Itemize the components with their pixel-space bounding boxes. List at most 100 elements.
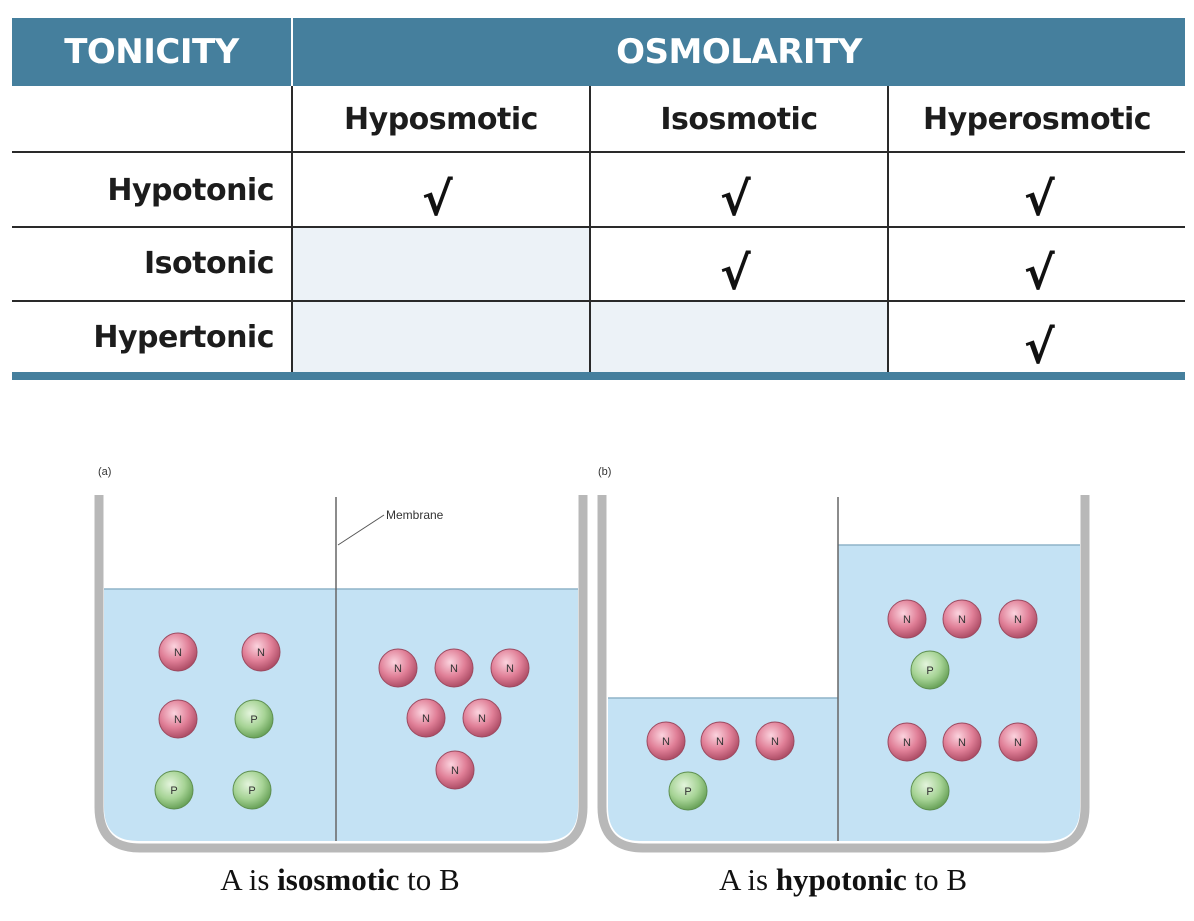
n-molecule: N <box>998 599 1038 639</box>
molecule-circle <box>646 721 686 761</box>
n-molecule: N <box>755 721 795 761</box>
caption-a: A is isosmotic to B <box>100 862 580 902</box>
molecule-circle <box>910 650 950 690</box>
caption-a-pre: A is <box>220 862 278 897</box>
check-mark-hypotonic-hyperosmotic: √ <box>1024 172 1055 226</box>
molecule-label: N <box>174 714 182 726</box>
grid-line <box>12 226 1185 228</box>
molecule-circle <box>887 599 927 639</box>
molecule-label: N <box>174 647 182 659</box>
molecule-label: N <box>958 614 966 626</box>
beaker-b-water-right <box>838 545 1080 841</box>
membrane-label: Membrane <box>386 508 444 522</box>
molecule-label: N <box>478 713 486 725</box>
molecule-circle <box>232 770 272 810</box>
n-molecule: N <box>490 648 530 688</box>
column-header-isosmotic: Isosmotic <box>660 101 818 137</box>
check-mark-isotonic-isosmotic: √ <box>720 246 751 300</box>
molecule-label: N <box>450 663 458 675</box>
molecule-label: P <box>248 785 255 797</box>
check-mark-hypotonic-isosmotic: √ <box>720 172 751 226</box>
n-molecule: N <box>241 632 281 672</box>
caption-a-bold: isosmotic <box>277 862 400 897</box>
header-tonicity: TONICITY <box>12 18 291 86</box>
molecule-label: N <box>662 736 670 748</box>
caption-b-post: to B <box>906 862 968 897</box>
panel-a-label: (a) <box>98 466 111 478</box>
osmosis-diagram: (a) Membrane N N N P P P N N N N N N (b) N N N P N N N P… <box>94 466 1090 853</box>
molecule-circle <box>241 632 281 672</box>
molecule-label: N <box>422 713 430 725</box>
molecule-circle <box>490 648 530 688</box>
molecule-label: N <box>958 737 966 749</box>
check-mark-hypertonic-hyperosmotic: √ <box>1024 320 1055 374</box>
row-header-isotonic: Isotonic <box>143 245 275 281</box>
empty-cell-hypertonic-hyposmotic <box>293 302 589 372</box>
n-molecule: N <box>462 698 502 738</box>
molecule-label: P <box>170 785 177 797</box>
molecule-circle <box>154 770 194 810</box>
n-molecule: N <box>406 698 446 738</box>
n-molecule: N <box>646 721 686 761</box>
n-molecule: N <box>700 721 740 761</box>
molecule-circle <box>435 750 475 790</box>
molecules-b-left: N N N P <box>646 721 795 811</box>
n-molecule: N <box>434 648 474 688</box>
panel-b: (b) N N N P N N N P N N N P <box>597 466 1090 853</box>
molecule-circle <box>378 648 418 688</box>
caption-b-bold: hypotonic <box>775 862 907 897</box>
check-mark-hypotonic-hyposmotic: √ <box>422 172 453 226</box>
check-mark-isotonic-hyperosmotic: √ <box>1024 246 1055 300</box>
beaker-b-wall <box>597 495 1090 853</box>
p-molecule: P <box>910 650 950 690</box>
molecule-circle <box>942 599 982 639</box>
n-molecule: N <box>998 722 1038 762</box>
molecule-label: P <box>926 665 933 677</box>
molecules-a-right: N N N N N N <box>378 648 530 790</box>
molecule-circle <box>434 648 474 688</box>
molecule-label: N <box>257 647 265 659</box>
p-molecule: P <box>154 770 194 810</box>
grid-line <box>12 300 1185 302</box>
n-molecule: N <box>887 599 927 639</box>
panel-b-label: (b) <box>598 466 611 478</box>
caption-a-post: to B <box>399 862 460 897</box>
n-molecule: N <box>942 599 982 639</box>
caption-b: A is hypotonic to B <box>603 862 1083 902</box>
grid-line <box>12 151 1185 153</box>
molecule-circle <box>942 722 982 762</box>
molecule-circle <box>234 699 274 739</box>
row-header-hypotonic: Hypotonic <box>107 172 274 208</box>
molecule-circle <box>755 721 795 761</box>
p-molecule: P <box>232 770 272 810</box>
molecule-circle <box>158 699 198 739</box>
grid-line <box>291 86 293 372</box>
molecule-circle <box>462 698 502 738</box>
molecule-label: N <box>771 736 779 748</box>
beaker-b-water-left <box>608 698 838 841</box>
n-molecule: N <box>378 648 418 688</box>
tonicity-osmolarity-table: TONICITY OSMOLARITY Hyposmotic Isosmotic… <box>12 18 1185 382</box>
molecule-label: N <box>451 765 459 777</box>
table-bottom-rule <box>12 372 1185 380</box>
molecules-a-left: N N N P P P <box>154 632 281 810</box>
molecule-label: N <box>1014 737 1022 749</box>
molecule-circle <box>998 722 1038 762</box>
n-molecule: N <box>435 750 475 790</box>
header-osmolarity: OSMOLARITY <box>293 18 1185 86</box>
n-molecule: N <box>158 699 198 739</box>
molecule-label: N <box>903 737 911 749</box>
molecule-label: N <box>903 614 911 626</box>
p-molecule: P <box>234 699 274 739</box>
molecules-b-right: N N N P N N N P <box>887 599 1038 811</box>
p-molecule: P <box>668 771 708 811</box>
membrane-leader <box>337 514 385 546</box>
molecule-label: P <box>250 714 257 726</box>
column-header-hyperosmotic: Hyperosmotic <box>922 101 1152 137</box>
molecule-label: N <box>1014 614 1022 626</box>
grid-line <box>589 86 591 372</box>
molecule-label: P <box>926 786 933 798</box>
molecule-circle <box>998 599 1038 639</box>
molecule-label: P <box>684 786 691 798</box>
molecule-label: N <box>716 736 724 748</box>
